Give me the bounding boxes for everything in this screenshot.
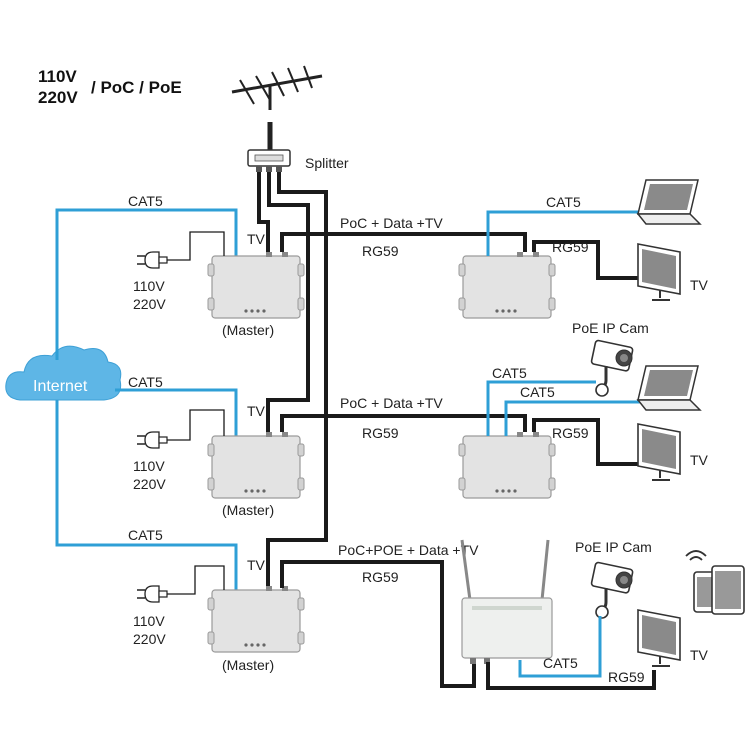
tv-label-master2: TV: [247, 403, 266, 419]
master-device-3: [207, 585, 305, 653]
cat5-slave2-cam: [486, 380, 596, 436]
rg59-label-row3: RG59: [362, 569, 399, 585]
link-label-row1: PoC + Data +TV: [340, 215, 443, 231]
phone-tablet-icon: [685, 550, 745, 615]
rg59-slave1: [532, 240, 640, 280]
tv-icon: [637, 609, 681, 667]
tv-label-slave3: TV: [690, 647, 709, 663]
cat5-label-slave2-b: CAT5: [520, 384, 555, 400]
master-device-2: [207, 431, 305, 499]
power-220-row1: 220V: [133, 296, 166, 312]
laptop-icon: [637, 179, 701, 225]
power-220-row3: 220V: [133, 631, 166, 647]
master-label-1: (Master): [222, 322, 274, 338]
coax-trunk: [257, 172, 328, 588]
cat5-lines: [55, 208, 238, 590]
cam-label-slave2: PoE IP Cam: [572, 320, 649, 336]
master-device-1: [207, 251, 305, 319]
rg59-slave3: [486, 662, 656, 690]
power-110-row2: 110V: [133, 458, 165, 474]
rg59-links: [280, 232, 527, 688]
cloud-label: Internet: [33, 378, 88, 395]
power-110-row1: 110V: [133, 278, 165, 294]
rg59-label-slave2: RG59: [552, 425, 589, 441]
link-label-row3: PoC+POE + Data +TV: [338, 542, 479, 558]
cat5-slave3: [518, 616, 602, 678]
cat5-slave2-laptop: [504, 400, 640, 436]
tv-icon: [637, 243, 681, 301]
tv-icon: [637, 423, 681, 481]
cat5-label-slave2-a: CAT5: [492, 365, 527, 381]
laptop-icon: [637, 365, 701, 411]
slave-device-2: [458, 431, 556, 499]
cat5-slave1: [486, 210, 640, 256]
rg59-label-slave1: RG59: [552, 239, 589, 255]
tv-label-slave2: TV: [690, 452, 709, 468]
cat5-label-row1: CAT5: [128, 193, 163, 209]
rg59-label-slave3: RG59: [608, 669, 645, 685]
rg59-label-row2: RG59: [362, 425, 399, 441]
router-icon: [460, 539, 553, 664]
power-plug-icon: [136, 231, 225, 603]
master-label-2: (Master): [222, 502, 274, 518]
tv-label-slave1: TV: [690, 277, 709, 293]
header-voltage-220: 220V: [38, 88, 78, 107]
power-220-row2: 220V: [133, 476, 166, 492]
antenna-icon: [231, 65, 323, 150]
splitter-icon: [247, 149, 291, 172]
header-suffix: / PoC / PoE: [91, 78, 182, 97]
tv-label-master1: TV: [247, 231, 266, 247]
header-voltage-110: 110V: [38, 67, 77, 86]
cat5-label-slave1: CAT5: [546, 194, 581, 210]
power-110-row3: 110V: [133, 613, 165, 629]
cam-label-slave3: PoE IP Cam: [575, 539, 652, 555]
rg59-slave2: [532, 418, 640, 466]
link-label-row2: PoC + Data +TV: [340, 395, 443, 411]
tv-label-master3: TV: [247, 557, 266, 573]
cat5-label-slave3: CAT5: [543, 655, 578, 671]
cat5-label-row3: CAT5: [128, 527, 163, 543]
ip-camera-icon: [589, 560, 635, 620]
rg59-label-row1: RG59: [362, 243, 399, 259]
master-label-3: (Master): [222, 657, 274, 673]
cloud-icon: [5, 345, 122, 401]
slave-device-1: [458, 251, 556, 319]
ip-camera-icon: [589, 338, 635, 398]
splitter-label: Splitter: [305, 155, 349, 171]
cat5-label-row2: CAT5: [128, 374, 163, 390]
header: 110V 220V / PoC / PoE: [38, 67, 182, 107]
